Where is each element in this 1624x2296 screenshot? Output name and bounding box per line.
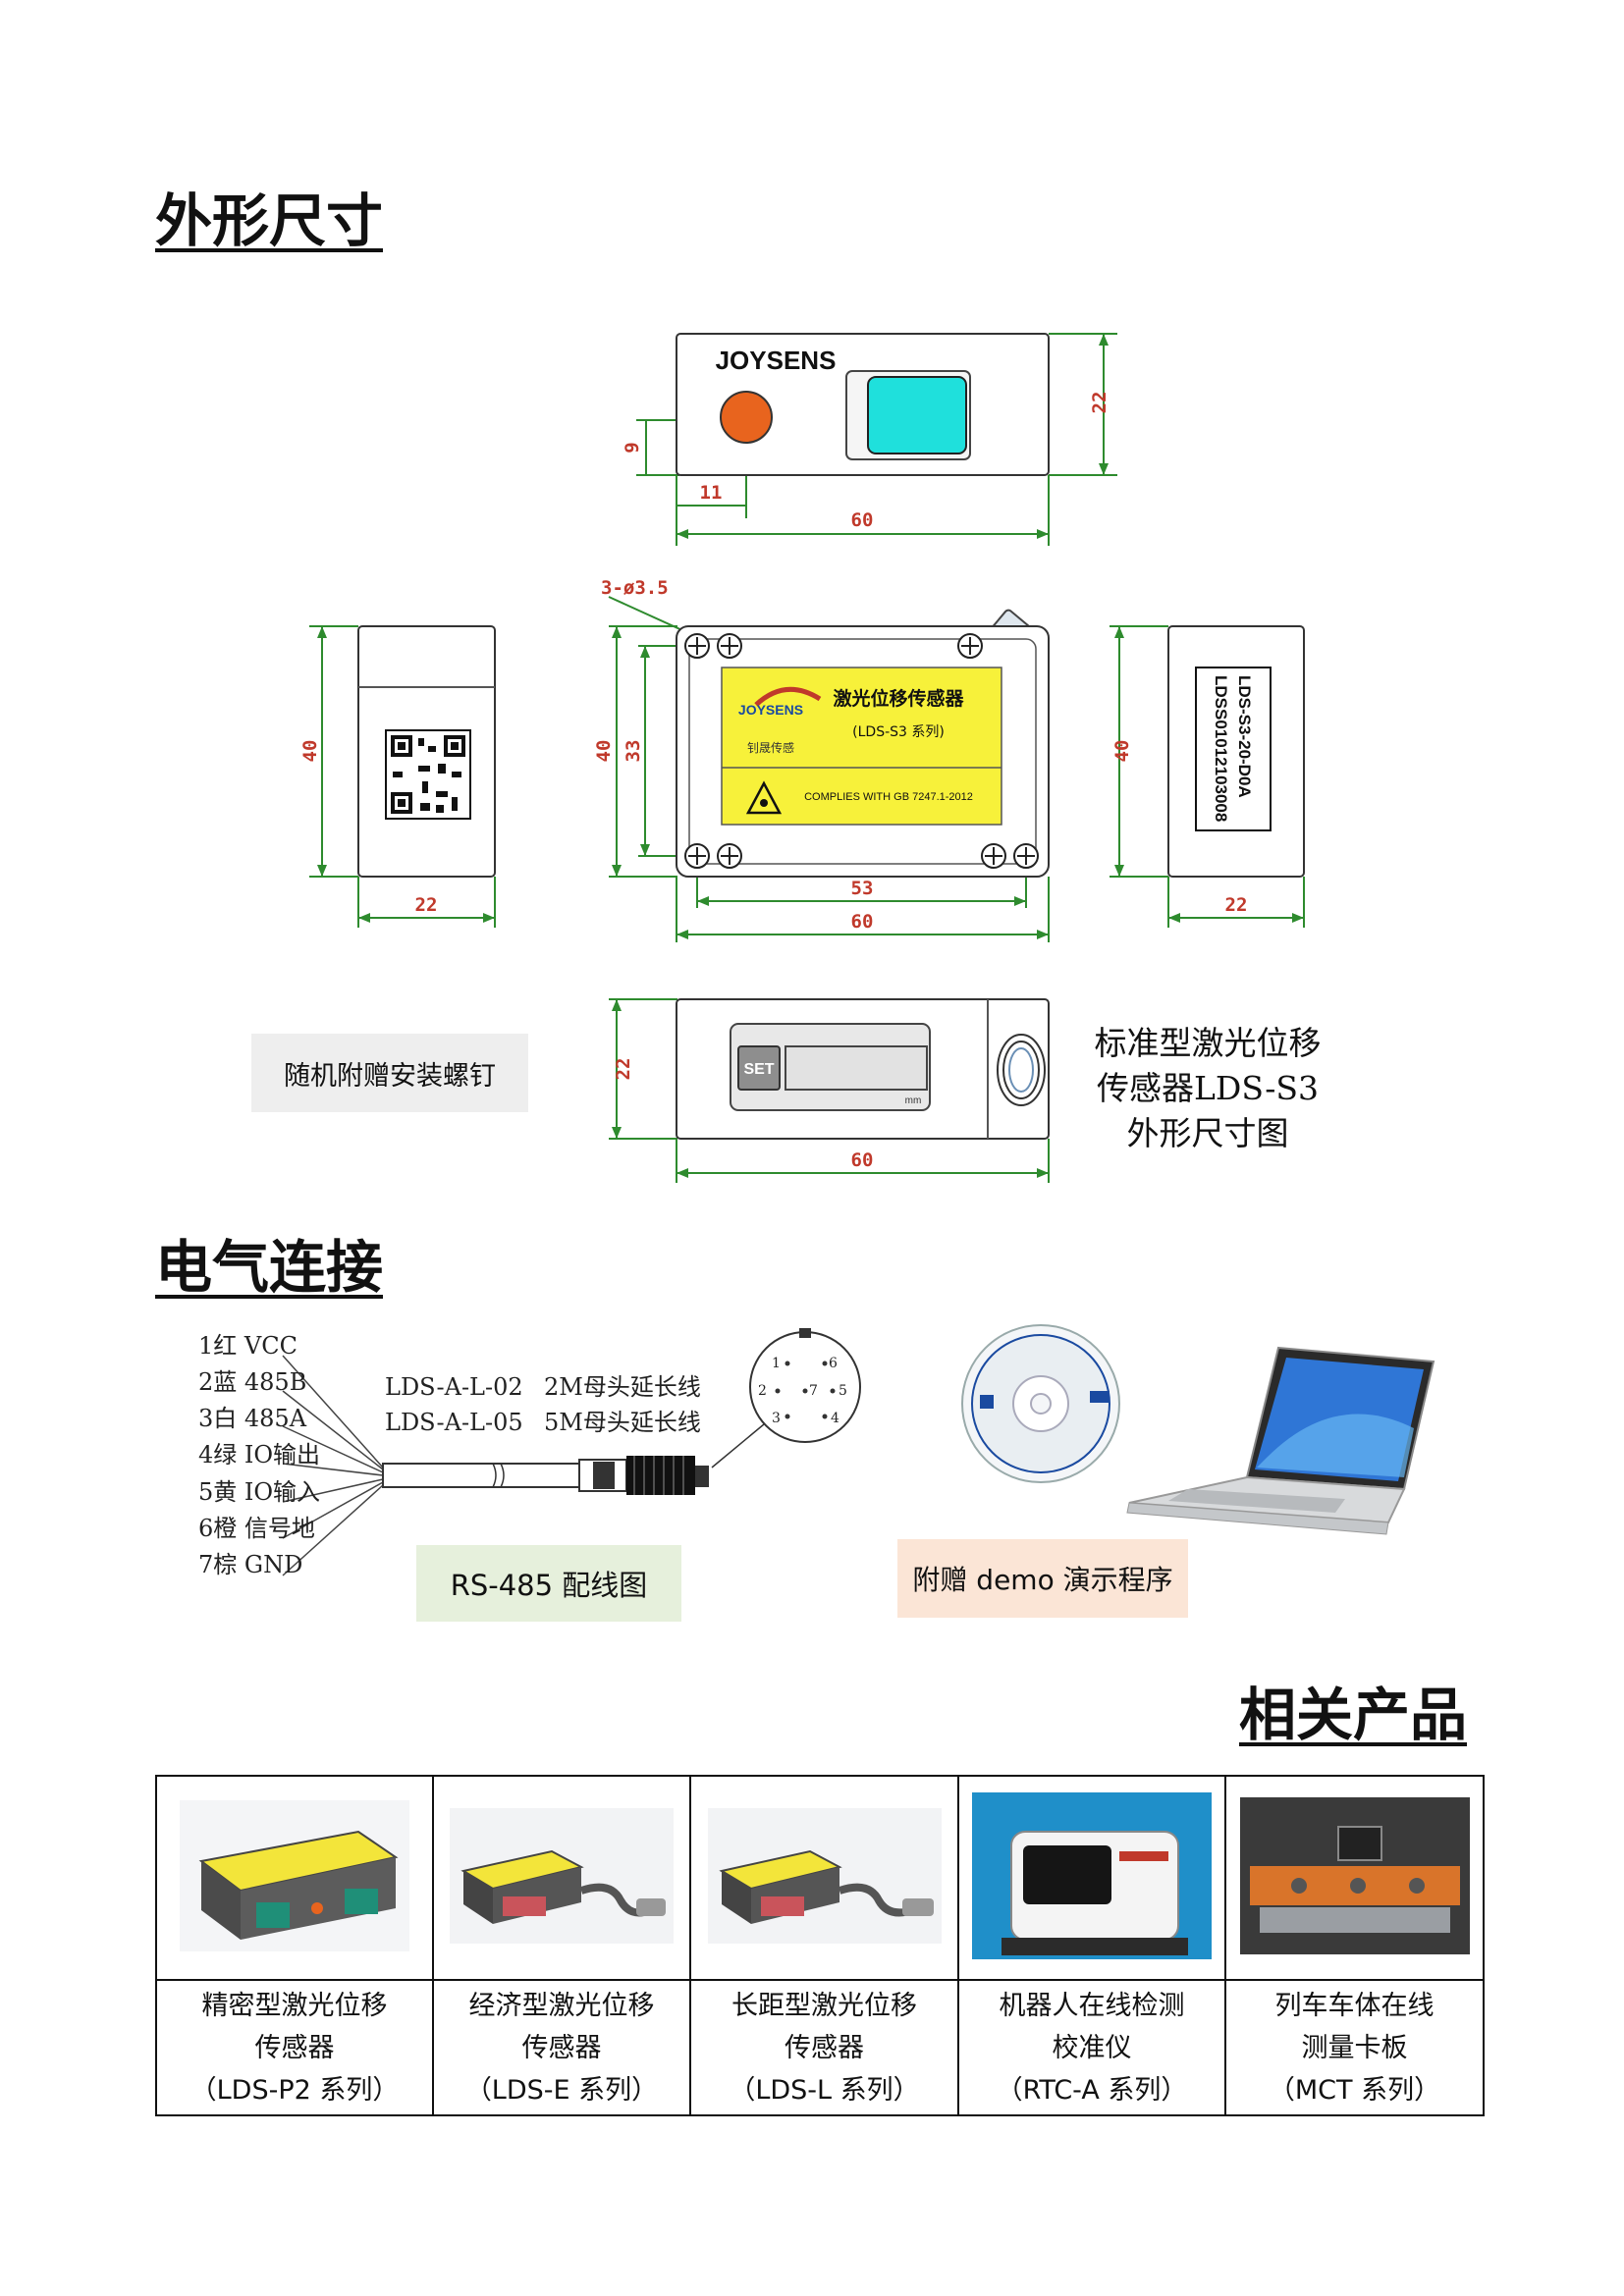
sensor-l-icon (707, 1808, 942, 1944)
demo-caption: 附赠 demo 演示程序 (897, 1539, 1188, 1618)
cable-model-2: LDS-A-L-05 (385, 1409, 523, 1436)
product-image-rtc-a (957, 1775, 1226, 1981)
brand-swoosh-icon (754, 686, 822, 707)
product-series: （LDS-L 系列） (729, 2074, 920, 2106)
product-name-line-2: 传感器 (785, 2032, 864, 2063)
product-cell-rtc-a: 机器人在线检测 校准仪 （RTC-A 系列） (957, 1979, 1226, 2116)
wire-pin-3: 3白 485A (198, 1405, 307, 1432)
dim-right-height: 40 (1111, 740, 1133, 763)
dim-front-width-outer: 60 (851, 911, 874, 933)
dimension-drawing: 22 9 11 60 40 22 40 33 53 60 3-ø3.5 40 2… (299, 333, 1305, 1183)
dim-bottom-width: 60 (851, 1149, 874, 1171)
dim-front-height-outer: 40 (593, 740, 615, 763)
product-image-lds-l (689, 1775, 959, 1981)
product-series: （LDS-E 系列） (464, 2074, 659, 2106)
related-products-table: 精密型激光位移 传感器 （LDS-P2 系列） 经济型激光位移 传感器 （LDS… (155, 1775, 1485, 2116)
rs485-caption: RS-485 配线图 (416, 1545, 681, 1622)
pin-number-5: 5 (839, 1383, 847, 1399)
product-cell-mct: 列车车体在线 测量卡板 （MCT 系列） (1224, 1979, 1485, 2116)
laser-warning-icon (745, 780, 783, 815)
label-brand-cn: 钊晟传感 (747, 740, 794, 755)
sensor-e-icon (450, 1808, 674, 1944)
product-name-line-1: 长距型激光位移 (731, 1990, 917, 2021)
pin-number-3: 3 (772, 1411, 781, 1426)
dim-front-width-inner: 53 (851, 878, 874, 899)
label-title: 激光位移传感器 (833, 687, 964, 710)
label-brand: JOYSENS (738, 702, 803, 718)
figure-caption-line-1: 标准型激光位移 (1094, 1024, 1322, 1062)
wire-pin-5: 5黄 IO输入 (198, 1478, 320, 1506)
sensor-p2-icon (180, 1800, 409, 1951)
dim-bottom-height: 22 (613, 1058, 634, 1081)
label-series: (LDS-S3 系列) (852, 724, 945, 740)
pin-number-7: 7 (809, 1383, 818, 1399)
wire-pin-1: 1红 VCC (198, 1332, 298, 1360)
pin-number-4: 4 (831, 1411, 839, 1426)
pin-number-6: 6 (829, 1356, 838, 1371)
section-title-dimensions: 外形尺寸 (155, 187, 384, 254)
label-compliance: COMPLIES WITH GB 7247.1-2012 (804, 791, 973, 803)
product-name-line-1: 精密型激光位移 (201, 1990, 388, 2021)
wire-pin-6: 6橙 信号地 (198, 1515, 315, 1542)
dim-hole-spec: 3-ø3.5 (601, 577, 669, 599)
figure-caption-line-3: 外形尺寸图 (1126, 1114, 1289, 1152)
wiring-diagram: 1 2 3 4 5 6 7 1红 VCC 2蓝 485B 3白 485A 4绿 … (198, 1328, 861, 1578)
serial-number: LDSS01012103008 (1212, 675, 1230, 822)
product-series: （LDS-P2 系列） (189, 2074, 400, 2106)
set-button-label: SET (743, 1061, 774, 1078)
connector-knurl-icon (626, 1456, 695, 1495)
wire-pin-4: 4绿 IO输出 (198, 1441, 320, 1468)
dim-top-offset-y: 9 (622, 442, 643, 453)
product-name-line-2: 传感器 (254, 2032, 335, 2063)
product-cell-lds-l: 长距型激光位移 传感器 （LDS-L 系列） (689, 1979, 959, 2116)
dim-right-width: 22 (1225, 894, 1248, 916)
figure-caption: 标准型激光位移 传感器LDS-S3 外形尺寸图 (1060, 1021, 1355, 1156)
demo-illustration (961, 1324, 1435, 1535)
cable-desc-1: 2M母头延长线 (544, 1373, 701, 1401)
wire-pin-7: 7棕 GND (198, 1551, 302, 1578)
product-name-line-1: 列车车体在线 (1274, 1990, 1435, 2021)
cable-model-1: LDS-A-L-02 (385, 1373, 523, 1401)
emitter-dot (720, 391, 773, 444)
top-view-brand: JOYSENS (716, 346, 837, 375)
product-name-line-2: 测量卡板 (1301, 2032, 1408, 2063)
product-name-line-2: 传感器 (521, 2032, 602, 2063)
section-title-related: 相关产品 (1239, 1682, 1468, 1748)
cd-disc-icon (961, 1324, 1120, 1483)
pin-number-2: 2 (758, 1383, 767, 1399)
product-series: （RTC-A 系列） (996, 2074, 1188, 2106)
product-image-mct (1224, 1775, 1485, 1981)
product-cell-lds-p2: 精密型激光位移 传感器 （LDS-P2 系列） (155, 1979, 434, 2116)
cable-gland-icon (997, 1034, 1046, 1106)
wire-pin-2: 2蓝 485B (198, 1368, 306, 1396)
figure-caption-line-2: 传感器LDS-S3 (1097, 1069, 1319, 1107)
rtc-device-icon (972, 1792, 1212, 1959)
laptop-icon (1126, 1346, 1435, 1535)
product-cell-lds-e: 经济型激光位移 传感器 （LDS-E 系列） (432, 1979, 691, 2116)
product-image-lds-e (432, 1775, 691, 1981)
product-name-line-2: 校准仪 (1052, 2032, 1132, 2063)
screws-caption: 随机附赠安装螺钉 (251, 1034, 528, 1112)
dim-front-height-inner: 33 (623, 740, 644, 763)
product-series: （MCT 系列） (1268, 2074, 1441, 2106)
set-button-icon (737, 1045, 781, 1091)
dim-top-width: 60 (851, 509, 874, 531)
product-image-lds-p2 (155, 1775, 434, 1981)
model-number: LDS-S3-20-D0A (1235, 675, 1254, 798)
dim-left-height: 40 (299, 740, 321, 763)
mct-board-icon (1239, 1797, 1470, 1954)
cable-desc-2: 5M母头延长线 (544, 1409, 701, 1436)
dim-top-height: 22 (1089, 392, 1110, 414)
product-name-line-1: 经济型激光位移 (468, 1990, 655, 2021)
dim-top-offset-x: 11 (700, 482, 723, 504)
section-title-electrical: 电气连接 (155, 1234, 384, 1301)
display-unit: mm (905, 1095, 922, 1106)
pin-number-1: 1 (772, 1356, 781, 1371)
dim-left-width: 22 (415, 894, 438, 916)
product-name-line-1: 机器人在线检测 (999, 1990, 1185, 2021)
